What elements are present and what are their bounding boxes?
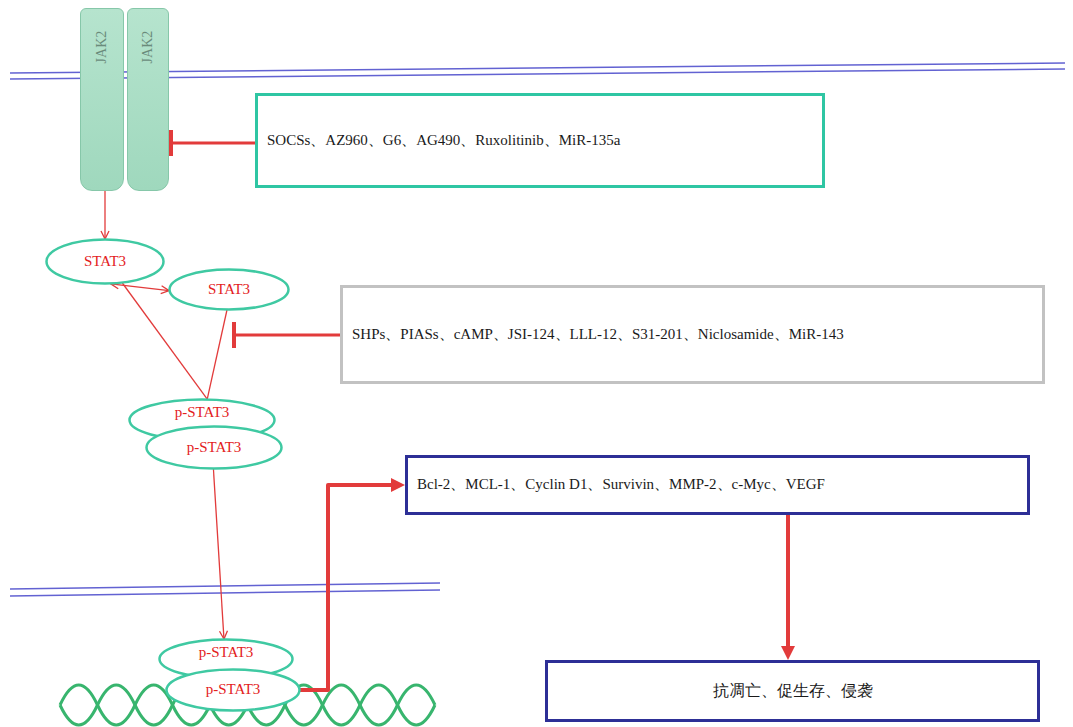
inhibition-bar [232, 322, 236, 348]
inhibition-symbol [232, 322, 340, 348]
ellipse-shape [170, 270, 289, 310]
arrow-connector [111, 284, 169, 291]
target-gene-box: Bcl-2、MCL-1、Cyclin D1、Survivin、MMP-2、c-M… [405, 455, 1030, 515]
jak2-receptor: JAK2 [127, 8, 169, 191]
effect-box: 抗凋亡、促生存、侵袭 [545, 660, 1040, 722]
node-label: p-STAT3 [187, 439, 242, 456]
node-label: p-STAT3 [206, 681, 261, 698]
arrow-connector [786, 515, 790, 648]
ellipse-shape [147, 427, 282, 469]
node-label: STAT3 [208, 281, 250, 298]
inhibitor-box: SOCSs、AZ960、G6、AG490、Ruxolitinib、MiR-135… [255, 93, 825, 188]
protein-ellipse: STAT3 [168, 268, 290, 311]
arrow-connector [213, 469, 224, 639]
arrow-connector [207, 310, 227, 399]
nuclear-membrane [10, 583, 440, 596]
node-label: JAK2 [94, 31, 110, 64]
jak2-receptor: JAK2 [80, 8, 124, 191]
inhibition-connector [171, 142, 255, 145]
node-label: Bcl-2、MCL-1、Cyclin D1、Survivin、MMP-2、c-M… [417, 476, 825, 493]
membrane-line [10, 583, 440, 589]
inhibitor-box: SHPs、PIASs、cAMP、JSI-124、LLL-12、S31-201、N… [340, 285, 1045, 384]
node-label: SHPs、PIASs、cAMP、JSI-124、LLL-12、S31-201、N… [352, 326, 844, 343]
ellipse-shape [47, 240, 164, 284]
node-label: 抗凋亡、促生存、侵袭 [713, 682, 873, 700]
node-label: p-STAT3 [175, 404, 230, 421]
membrane-line [10, 590, 440, 596]
node-label: STAT3 [84, 253, 126, 270]
protein-ellipse: STAT3 [45, 238, 165, 285]
node-label: SOCSs、AZ960、G6、AG490、Ruxolitinib、MiR-135… [267, 132, 620, 149]
inhibition-line [236, 334, 340, 337]
protein-ellipse: p-STAT3 [165, 668, 301, 712]
arrow-connector [300, 485, 393, 690]
ellipse-shape [167, 670, 300, 711]
arrow-connector [104, 191, 105, 239]
node-label: JAK2 [140, 31, 156, 64]
node-label: p-STAT3 [199, 644, 254, 661]
protein-ellipse: p-STAT3 [145, 425, 283, 470]
